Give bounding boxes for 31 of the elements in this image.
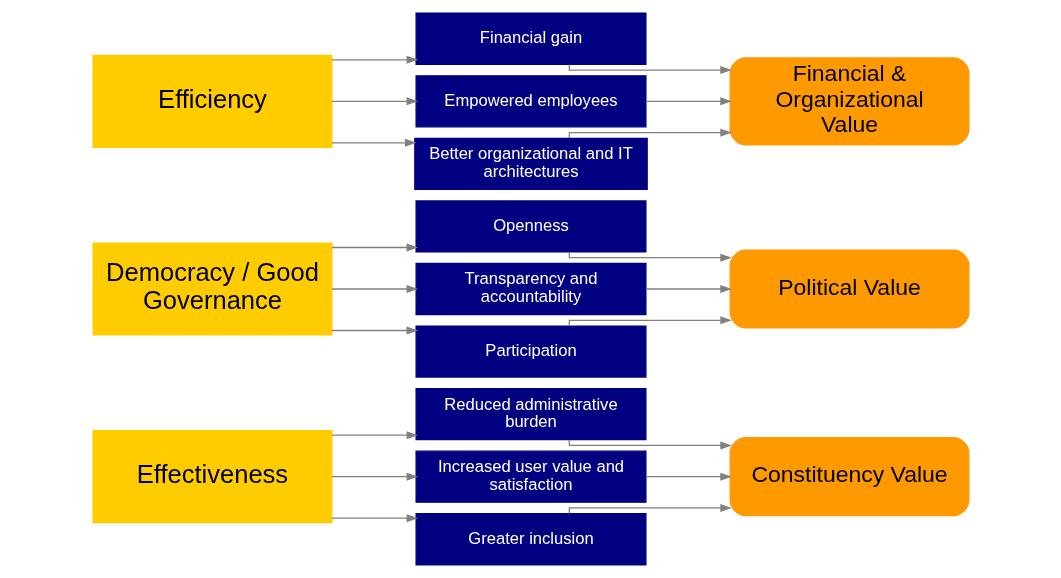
node-box: Greater inclusion — [414, 513, 647, 566]
node-box: Constituency Value — [729, 437, 970, 517]
node-box: Increased user value and satisfaction — [414, 450, 647, 503]
node-box: Political Value — [729, 249, 970, 329]
arrow — [330, 514, 418, 523]
node-box: Democracy / Good Governance — [91, 242, 332, 336]
arrow — [568, 251, 732, 262]
arrow — [568, 316, 732, 327]
node-box: Openness — [414, 200, 647, 253]
node-box: Empowered employees — [414, 75, 647, 128]
arrow — [330, 97, 418, 106]
arrow — [568, 63, 732, 75]
arrow — [644, 284, 732, 294]
arrow — [330, 138, 416, 147]
node-box: Effectiveness — [91, 430, 332, 524]
node-box: Participation — [414, 325, 647, 378]
node-box: Transparency and accountability — [414, 262, 647, 316]
arrow — [644, 472, 732, 481]
node-box: Financial gain — [414, 12, 647, 65]
node-box: Reduced administrative burden — [414, 387, 647, 441]
arrow — [568, 503, 732, 515]
node-box: Financial & Organizational Value — [729, 57, 970, 146]
arrow — [330, 431, 418, 440]
arrow — [330, 472, 418, 481]
node-box: Better organizational and IT architectures — [413, 137, 648, 191]
node-box: Efficiency — [91, 54, 332, 148]
arrow — [330, 284, 418, 294]
arrow — [330, 243, 418, 252]
arrow — [330, 55, 418, 64]
arrow — [644, 97, 732, 106]
arrow — [330, 326, 418, 335]
